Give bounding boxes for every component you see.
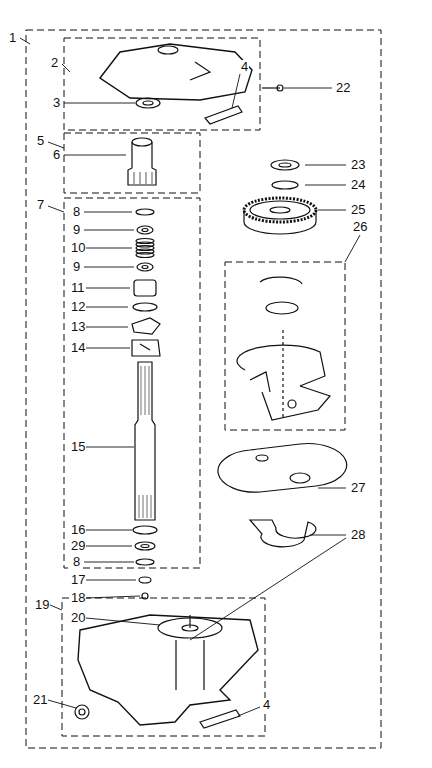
callout-number: 4	[240, 60, 249, 74]
callout-number: 6	[52, 148, 61, 162]
callout-number: 20	[70, 611, 86, 625]
callout-number: 14	[70, 341, 86, 355]
callout-number: 17	[70, 573, 86, 587]
callout-number: 4	[262, 698, 271, 712]
callout-number: 8	[72, 555, 81, 569]
callout-number: 9	[72, 223, 81, 237]
callout-number: 16	[70, 523, 86, 537]
callout-number: 2	[50, 56, 59, 70]
callout-number: 24	[350, 178, 366, 192]
callout-number: 18	[70, 591, 86, 605]
callout-number: 23	[350, 158, 366, 172]
callout-number: 26	[352, 220, 368, 234]
callout-number: 7	[36, 198, 45, 212]
callout-number: 3	[52, 96, 61, 110]
callout-number: 21	[32, 693, 48, 707]
callout-number: 25	[350, 203, 366, 217]
callout-number: 19	[34, 598, 50, 612]
callout-number: 1	[8, 31, 17, 45]
callout-number: 5	[36, 134, 45, 148]
callout-number: 28	[350, 528, 366, 542]
callout-number: 22	[335, 81, 351, 95]
callout-number: 11	[70, 281, 86, 295]
callout-number: 8	[72, 205, 81, 219]
callout-number: 27	[350, 481, 366, 495]
callout-number: 29	[70, 539, 86, 553]
callout-number: 12	[70, 300, 86, 314]
callout-number: 13	[70, 320, 86, 334]
callout-number: 10	[70, 241, 86, 255]
callout-number: 15	[70, 440, 86, 454]
callout-number: 9	[72, 260, 81, 274]
